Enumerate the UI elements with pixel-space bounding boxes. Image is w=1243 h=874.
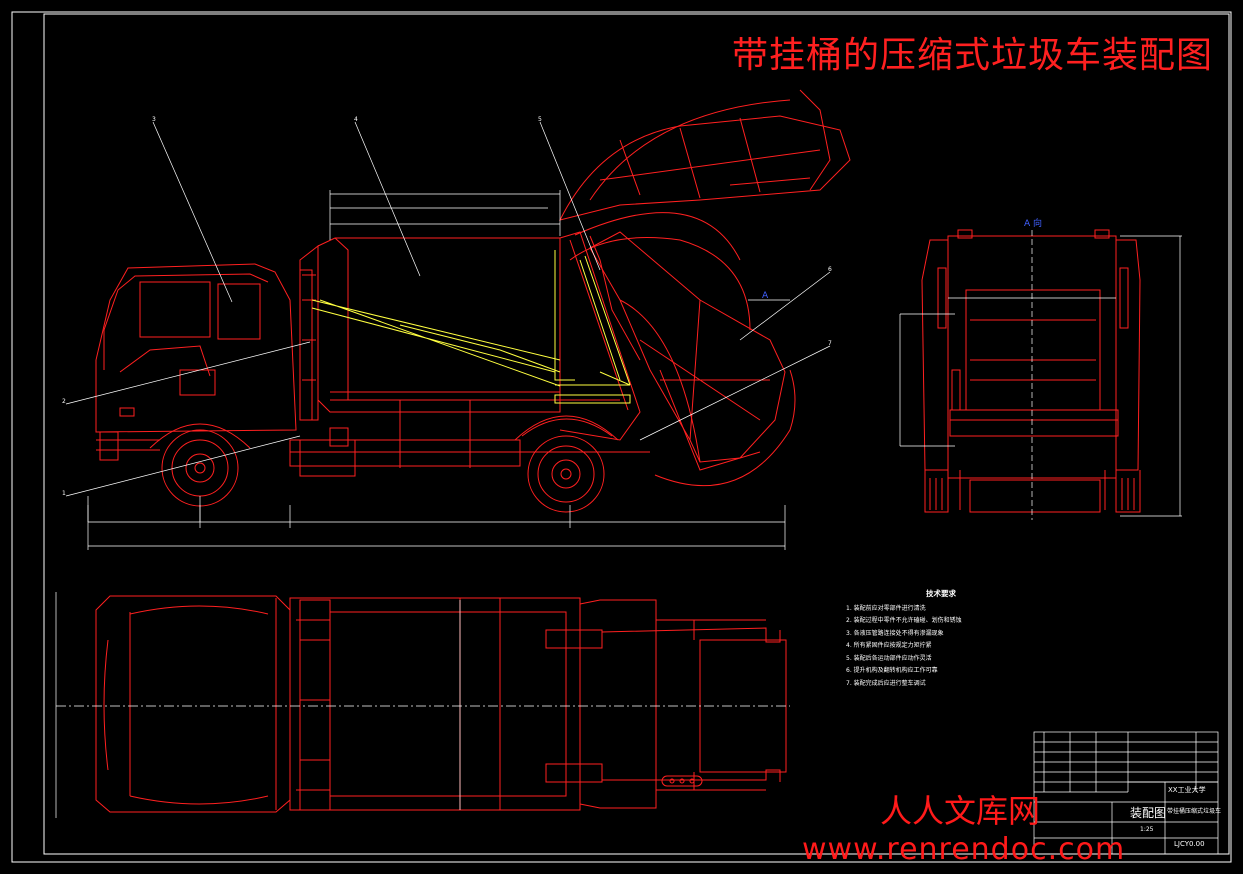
title-block-scale: 1:25 [1140,826,1154,833]
title-block-drawing-no: LJCY0.00 [1174,840,1205,848]
side-view [95,89,851,513]
drawing-title: 带挂桶的压缩式垃圾车装配图 [732,35,1214,76]
title-block-school: XX工业大学 [1168,786,1206,794]
inner-frame [43,13,1230,855]
tech-note-line: 6. 提升机构及翻转机构应工作可靠 [846,667,938,674]
part-number: 5 [538,116,542,123]
part-number: 3 [152,116,156,123]
yellow-mechanism [311,250,631,404]
watermark-cn: 人人文库网 [880,792,1041,830]
part-number: 7 [828,340,832,347]
technical-requirements: 技术要求 1. 装配前应对零部件进行清洗 2. 装配过程中零件不允许磕碰、划伤和… [846,588,1036,690]
plan-view [95,595,787,813]
tech-note-line: 7. 装配完成后应进行整车调试 [846,679,926,687]
part-number: 1 [62,490,66,497]
part-number: 4 [354,116,358,123]
outer-frame [11,11,1232,863]
tech-notes-heading: 技术要求 [926,589,956,598]
dimension-lines [65,121,831,550]
tech-note-line: 4. 所有紧固件应按规定力矩拧紧 [846,642,932,649]
title-block [1033,731,1219,855]
view-label: A 向 [1024,219,1043,229]
rear-view [921,229,1141,513]
plan-view-dims [55,592,790,818]
tech-note-line: 5. 装配后各运动部件应动作灵活 [846,654,932,662]
tech-note-line: 1. 装配前应对零部件进行清洗 [846,604,926,612]
tech-note-line: 3. 各液压管路连接处不得有渗漏现象 [846,629,944,637]
part-number: 2 [62,398,66,405]
section-marker: A [762,291,769,301]
title-block-type: 装配图 [1130,806,1167,820]
title-block-product: 带挂桶压缩式垃圾车 [1167,808,1222,815]
watermark-url: www.renrendoc.com [802,832,1126,867]
tech-note-line: 2. 装配过程中零件不允许磕碰、划伤和锈蚀 [846,617,962,624]
part-number: 6 [828,266,832,273]
rear-view-dims [748,230,1182,520]
